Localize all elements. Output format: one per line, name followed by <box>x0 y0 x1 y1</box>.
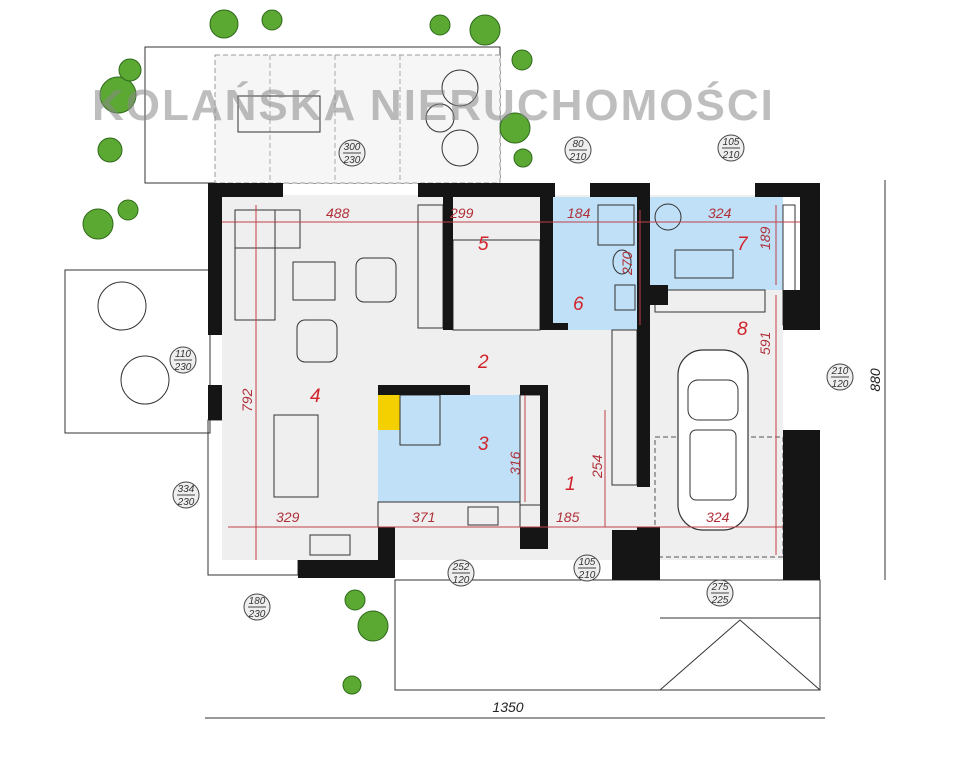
dim-total-depth: 880 <box>867 368 883 392</box>
svg-text:225: 225 <box>711 595 729 606</box>
svg-text:105: 105 <box>579 557 596 568</box>
svg-text:105: 105 <box>723 137 740 148</box>
dim-garage-depth: 591 <box>757 332 773 355</box>
svg-text:180: 180 <box>249 596 266 607</box>
terrace-table <box>237 95 321 133</box>
room-7-utility <box>650 197 783 290</box>
armchair <box>355 257 397 303</box>
washing-machine <box>674 249 734 279</box>
room-number-8: 8 <box>737 319 748 340</box>
svg-text:230: 230 <box>248 609 266 620</box>
svg-text:210: 210 <box>831 366 849 377</box>
dim-stairs-width: 299 <box>449 205 474 221</box>
dim-utility-width: 324 <box>708 205 732 221</box>
planter <box>120 355 170 405</box>
room-number-3: 3 <box>478 434 489 455</box>
dim-dining-width: 329 <box>276 509 300 525</box>
dim-hall-width: 185 <box>556 509 580 525</box>
dim-garage-width: 324 <box>706 509 730 525</box>
chimney-box <box>309 534 351 556</box>
armchair <box>296 319 338 363</box>
dim-kitchen-depth: 316 <box>507 451 523 475</box>
svg-text:210: 210 <box>722 150 740 161</box>
watermark: KOLAŃSKA NIERUCHOMOŚCI <box>92 80 775 130</box>
dining-table <box>273 414 319 498</box>
room-6-bathroom <box>553 197 637 330</box>
garage-roof-outline <box>659 617 821 691</box>
lounge-chair <box>441 69 479 107</box>
room-number-4: 4 <box>310 386 321 407</box>
dim-living-width: 488 <box>326 205 350 221</box>
shower <box>597 204 635 246</box>
lounge-chair <box>441 129 479 167</box>
washbasin <box>614 284 636 311</box>
dim-utility-depth: 189 <box>757 226 773 250</box>
svg-text:300: 300 <box>344 142 361 153</box>
car-icon <box>677 349 749 531</box>
terrace-side-table <box>425 103 455 133</box>
room-number-2: 2 <box>477 352 489 373</box>
coffee-table <box>292 261 336 301</box>
room-number-1: 1 <box>565 474 576 495</box>
room-number-7: 7 <box>737 234 749 255</box>
svg-text:110: 110 <box>175 349 191 360</box>
boiler <box>654 203 682 231</box>
svg-text:230: 230 <box>343 155 361 166</box>
room-number-5: 5 <box>478 234 489 255</box>
dim-bath-width: 184 <box>567 205 591 221</box>
svg-text:334: 334 <box>178 484 195 495</box>
sink <box>467 506 499 526</box>
svg-text:210: 210 <box>578 570 596 581</box>
planter <box>97 281 147 331</box>
fireplace <box>378 395 400 430</box>
svg-text:230: 230 <box>174 362 192 373</box>
dim-bath-depth: 270 <box>619 251 635 276</box>
trees <box>82 9 533 695</box>
svg-text:210: 210 <box>569 152 587 163</box>
driveway <box>394 579 821 691</box>
svg-text:120: 120 <box>453 575 470 586</box>
svg-text:80: 80 <box>572 139 584 150</box>
dim-kitchen-width: 371 <box>412 509 435 525</box>
toilet <box>612 249 632 275</box>
walls <box>208 183 820 580</box>
dim-hall-depth: 254 <box>589 454 605 479</box>
dim-living-depth: 792 <box>239 388 255 412</box>
terrace-left <box>64 269 211 434</box>
svg-text:120: 120 <box>832 379 849 390</box>
svg-text:275: 275 <box>711 582 729 593</box>
dimension-lines <box>205 180 886 719</box>
svg-text:252: 252 <box>452 562 470 573</box>
room-number-6: 6 <box>573 294 584 315</box>
dim-total-width: 1350 <box>492 699 523 715</box>
room-3-kitchen <box>378 395 520 502</box>
svg-text:230: 230 <box>177 497 195 508</box>
